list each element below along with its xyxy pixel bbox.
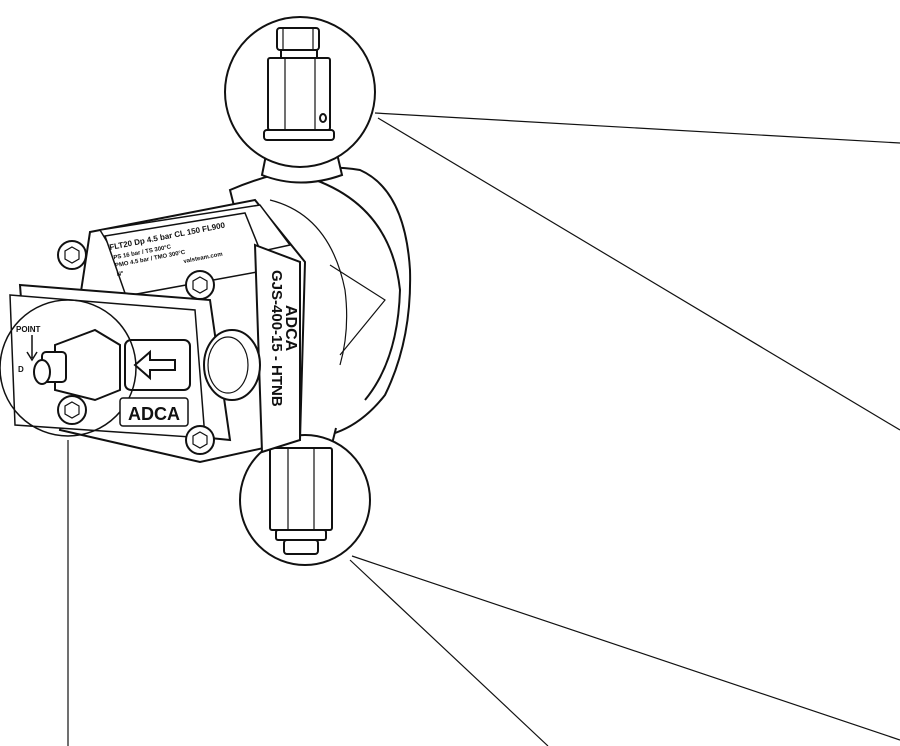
bolt-bottom-left xyxy=(57,395,87,425)
left-detail-circle xyxy=(0,299,137,437)
leader-line-bottom-2 xyxy=(349,559,549,746)
front-brand-logo: ADCA xyxy=(128,404,180,424)
top-fitting xyxy=(224,16,376,168)
bolt-right-upper xyxy=(185,270,215,300)
bolt-bottom-right xyxy=(185,425,215,455)
body-marking: GJS-400-15 - HTNB xyxy=(268,270,285,407)
leader-lines xyxy=(67,112,900,746)
nameplate-line-4: Nº xyxy=(116,271,124,278)
arrow-label-bottom: D xyxy=(18,365,24,374)
flow-arrow-icon xyxy=(26,335,38,362)
bolts xyxy=(57,240,215,455)
leader-line-top-2 xyxy=(377,117,900,431)
body-marking-group: GJS-400-15 - HTNB xyxy=(268,270,285,407)
front-details xyxy=(0,299,261,437)
leader-line-bottom-1 xyxy=(351,555,900,741)
leader-line-top-1 xyxy=(374,112,900,144)
bottom-fitting xyxy=(239,434,371,566)
side-brand-logo: ADCA xyxy=(282,305,299,352)
arrow-label-top: POINT xyxy=(16,325,41,334)
bolt-top-left xyxy=(57,240,87,270)
side-logo-group: ADCA xyxy=(282,305,299,352)
